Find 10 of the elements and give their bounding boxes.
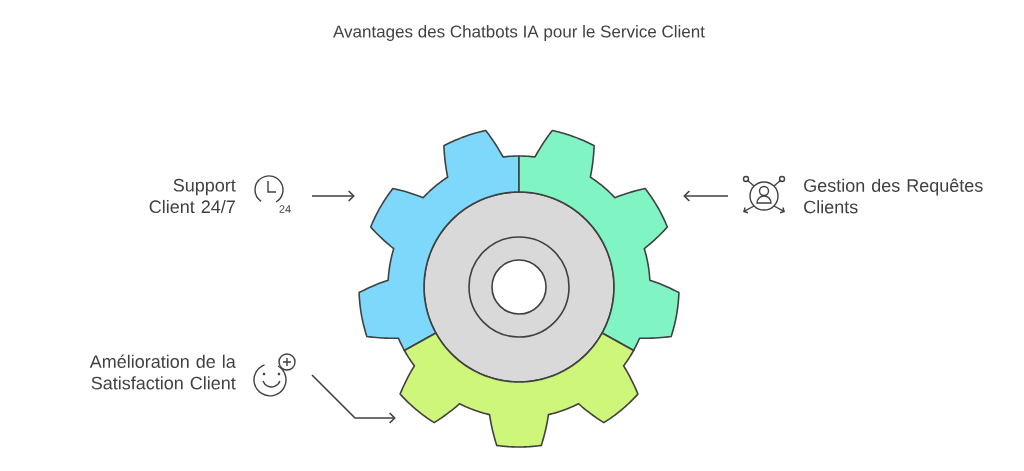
arrow [683, 190, 729, 202]
title: Avantages des Chatbots IA pour le Service Client [333, 25, 705, 41]
gear-segment [358, 129, 520, 352]
feature-label: Amélioration de la Satisfaction Client [89, 354, 236, 390]
gear-segment [399, 332, 639, 448]
arrow [311, 374, 396, 424]
feature-label: Support Client 24/7 [149, 178, 236, 214]
feature-label: Gestion des Requêtes Clients [804, 178, 983, 214]
gear-segment [518, 129, 680, 352]
arrow [311, 190, 355, 202]
